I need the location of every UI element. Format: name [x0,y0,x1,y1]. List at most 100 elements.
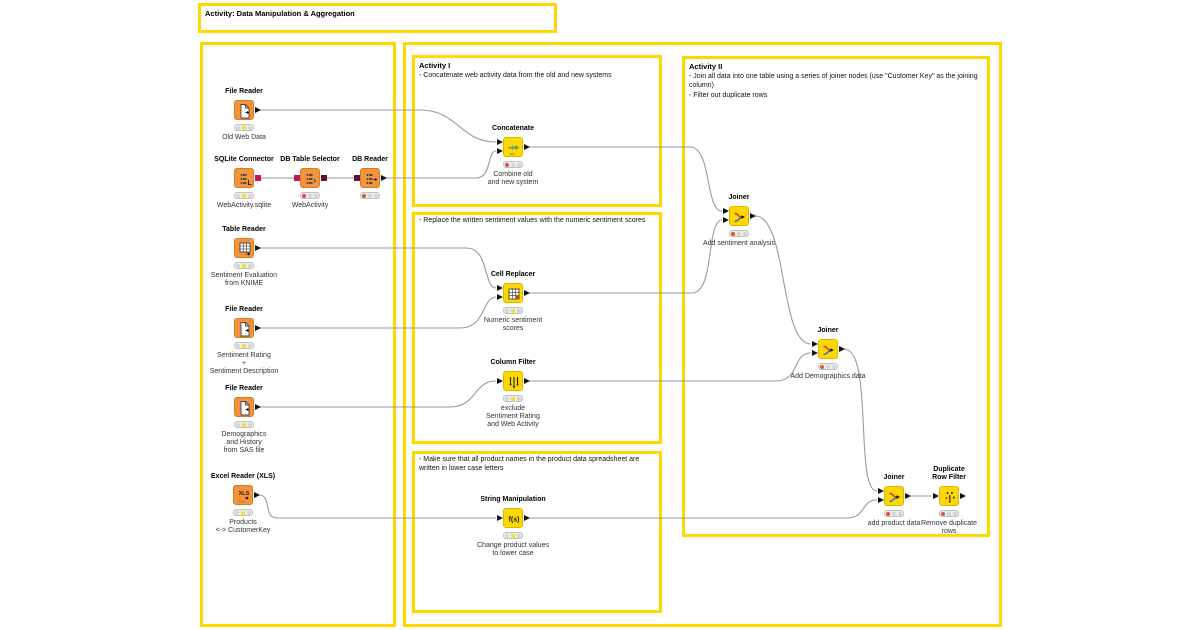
column-filter-label: Column Filter [490,359,536,366]
database-selector-icon: › [306,174,317,185]
joiner-product-in-port-0[interactable] [877,487,884,494]
wire-cellreplacer-to-joiner1[interactable] [529,219,723,294]
activity2-annotation-line-1: - Filter out duplicate rows [689,92,768,99]
concatenate-icon: ... [508,145,519,157]
db-table-selector-out-port-0[interactable] [320,174,327,181]
database-connector-icon: L [240,174,253,187]
activity2-annotation-header: Activity II [689,62,723,71]
cell-replacer-body[interactable] [503,283,523,303]
wire-demoreader-to-columnfilter[interactable] [260,380,497,408]
column-filter-out-port-0[interactable] [523,377,530,384]
joiner-product-in-port-1[interactable] [877,496,884,503]
duplicate-row-filter-in-port-0[interactable] [932,492,939,499]
string-manipulation-in-port-0[interactable] [496,514,503,521]
wire-joiner1-to-joiner2[interactable] [754,215,812,345]
joiner-demographics-comment: Add Demographics data [790,373,866,380]
joiner-product-body[interactable] [884,486,904,506]
wire-excel-to-stringmanip[interactable] [258,494,496,519]
activity2-annotation[interactable]: Activity II- Join all data into one tabl… [682,56,990,537]
wire-columnfilter-to-joiner2[interactable] [529,352,812,382]
concatenate-body[interactable]: ... [503,137,523,157]
wire-sentimentreader-to-cellreplacer[interactable] [260,296,497,329]
joiner-demographics-out-port-0[interactable] [838,345,845,352]
db-table-selector-traffic-light [300,192,320,199]
file-reader-demographics-out-port-0[interactable] [254,403,261,410]
table-reader-traffic-light [234,262,254,269]
wire-tablereader-to-cellreplacer[interactable] [260,247,497,289]
file-reader-sentiment-label: File Reader [225,306,263,313]
svg-text:L: L [248,180,253,187]
product-annotation[interactable]: - Make sure that all product names in th… [412,451,662,613]
cell-replacer-out-port-0[interactable] [523,289,530,296]
concatenate-in-port-0[interactable] [496,138,503,145]
column-filter-in-port-0[interactable] [496,377,503,384]
duplicate-row-filter-body[interactable] [939,486,959,506]
db-reader-label: DB Reader [352,156,388,163]
joiner-icon [889,492,900,503]
column-filter-body[interactable] [503,371,523,391]
file-reader-demographics-body[interactable] [234,397,254,417]
string-manipulation-out-port-0[interactable] [523,514,530,521]
duplicate-row-filter-icon [945,492,955,503]
file-reader-sentiment-out-port-0[interactable] [254,324,261,331]
cell-replacer-in-port-0[interactable] [496,284,503,291]
joiner-demographics-body[interactable] [818,339,838,359]
concatenate-out-port-0[interactable] [523,143,530,150]
table-reader-body[interactable] [234,238,254,258]
duplicate-row-filter-out-port-0[interactable] [959,492,966,499]
joiner-sentiment-body[interactable] [729,206,749,226]
joiner-product-traffic-light [884,510,904,517]
joiner-sentiment-in-port-0[interactable] [722,207,729,214]
db-reader-body[interactable] [360,168,380,188]
wire-joiner2-to-joiner3[interactable] [843,348,878,492]
concatenate-in-port-1[interactable] [496,147,503,154]
db-reader-traffic-light [360,192,380,199]
title-annotation[interactable]: Activity: Data Manipulation & Aggregatio… [198,3,557,33]
column-filter-icon [509,377,519,389]
db-table-selector-in-port-0[interactable] [293,174,300,181]
joiner-demographics-in-port-1[interactable] [811,349,818,356]
svg-text:XLS: XLS [239,491,250,497]
file-icon [240,104,250,119]
db-reader-out-port-0[interactable] [380,174,387,181]
joiner-sentiment-out-port-0[interactable] [749,212,756,219]
db-table-selector-label: DB Table Selector [280,156,340,163]
excel-reader-xls-out-port-0[interactable] [253,491,260,498]
table-reader-out-port-0[interactable] [254,244,261,251]
left-group-annotation[interactable] [200,42,396,627]
sqlite-connector-body[interactable]: L [234,168,254,188]
sqlite-connector-out-port-0[interactable] [254,174,261,181]
db-reader-in-port-0[interactable] [353,174,360,181]
excel-reader-xls-traffic-light [233,509,253,516]
joiner-product-out-port-0[interactable] [904,492,911,499]
joiner-sentiment-in-port-1[interactable] [722,216,729,223]
activity1-annotation[interactable]: Activity I- Concatenate web activity dat… [412,55,662,207]
cell-replacer-in-port-1[interactable] [496,293,503,300]
svg-text:...: ... [510,151,515,157]
wire-stringmanip-to-joiner3[interactable] [529,499,878,519]
string-manipulation-label: String Manipulation [480,496,546,503]
wire-concatenate-to-joiner1[interactable] [529,146,723,212]
file-reader-sentiment-body[interactable] [234,318,254,338]
string-manipulation-body[interactable]: f(s) [503,508,523,528]
file-reader-old-web-body[interactable] [234,100,254,120]
excel-reader-xls-body[interactable]: XLS... [233,485,253,505]
file-reader-old-web-label: File Reader [225,88,263,95]
wire-dbreader-to-concatenate[interactable] [386,150,497,179]
file-reader-old-web-out-port-0[interactable] [254,106,261,113]
file-reader-old-web-traffic-light [234,124,254,131]
file-reader-sentiment-comment: Sentiment Rating+Sentiment Description [209,352,279,375]
joiner-demographics-in-port-0[interactable] [811,340,818,347]
joiner-product-label: Joiner [883,474,905,481]
db-table-selector-body[interactable]: › [300,168,320,188]
string-manipulation-icon: f(s) [509,517,520,524]
wire-oldweb-to-concatenate[interactable] [260,109,497,143]
string-manipulation-traffic-light [503,532,523,539]
joiner-demographics-label: Joiner [817,327,839,334]
